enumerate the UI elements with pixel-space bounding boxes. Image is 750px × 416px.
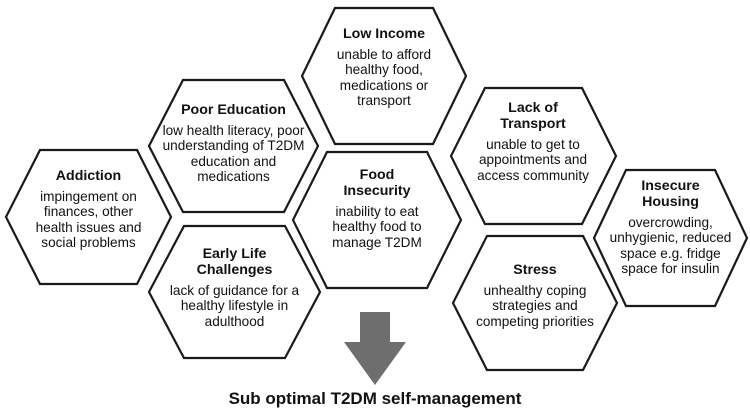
hexagon-low-income bbox=[300, 6, 468, 146]
early-life-challenges-text: Early Life Challenges lack of guidance f… bbox=[157, 246, 312, 329]
addiction-text: Addiction impingement on finances, other… bbox=[20, 168, 157, 250]
low-income-desc: unable to afford healthy food, medicatio… bbox=[336, 47, 432, 109]
food-insecurity-title: Food Insecurity bbox=[343, 167, 411, 200]
hexagon-lack-of-transport bbox=[449, 86, 618, 226]
outcome-label: Sub optimal T2DM self-management bbox=[228, 389, 522, 408]
poor-education-text: Poor Education low health literacy, poor… bbox=[156, 102, 311, 184]
poor-education-title: Poor Education bbox=[181, 102, 286, 118]
addiction-desc: impingement on finances, other health is… bbox=[35, 189, 142, 251]
stress-text: Stress unhealthy coping strategies and c… bbox=[470, 262, 600, 329]
stress-title: Stress bbox=[513, 262, 557, 278]
hexagon-poor-education bbox=[147, 78, 320, 214]
poor-education-desc: low health literacy, poor understanding … bbox=[162, 123, 305, 185]
early-life-challenges-title: Early Life Challenges bbox=[196, 246, 273, 279]
lack-of-transport-desc: unable to get to appointments and access… bbox=[477, 137, 589, 183]
insecure-housing-title: Insecure Housing bbox=[641, 178, 700, 211]
early-life-challenges-desc: lack of guidance for a healthy lifestyle… bbox=[169, 283, 300, 329]
hexagon-stress bbox=[451, 234, 619, 372]
food-insecurity-text: Food Insecurity inability to eat healthy… bbox=[312, 167, 442, 250]
addiction-title: Addiction bbox=[55, 168, 122, 184]
food-insecurity-desc: inability to eat healthy food to manage … bbox=[332, 204, 422, 250]
insecure-housing-desc: overcrowding, unhygienic, reduced space … bbox=[609, 215, 732, 277]
hexagon-insecure-housing bbox=[592, 168, 749, 308]
stress-desc: unhealthy coping strategies and competin… bbox=[476, 283, 594, 329]
low-income-title: Low Income bbox=[343, 26, 425, 42]
insecure-housing-text: Insecure Housing overcrowding, unhygieni… bbox=[608, 178, 733, 277]
lack-of-transport-text: Lack of Transport unable to get to appoi… bbox=[473, 100, 593, 183]
hexagon-early-life-challenges bbox=[147, 224, 322, 360]
low-income-text: Low Income unable to afford healthy food… bbox=[318, 26, 450, 108]
lack-of-transport-title: Lack of Transport bbox=[500, 100, 566, 133]
hexagon-food-insecurity bbox=[291, 150, 463, 290]
hexagon-addiction bbox=[4, 148, 173, 286]
